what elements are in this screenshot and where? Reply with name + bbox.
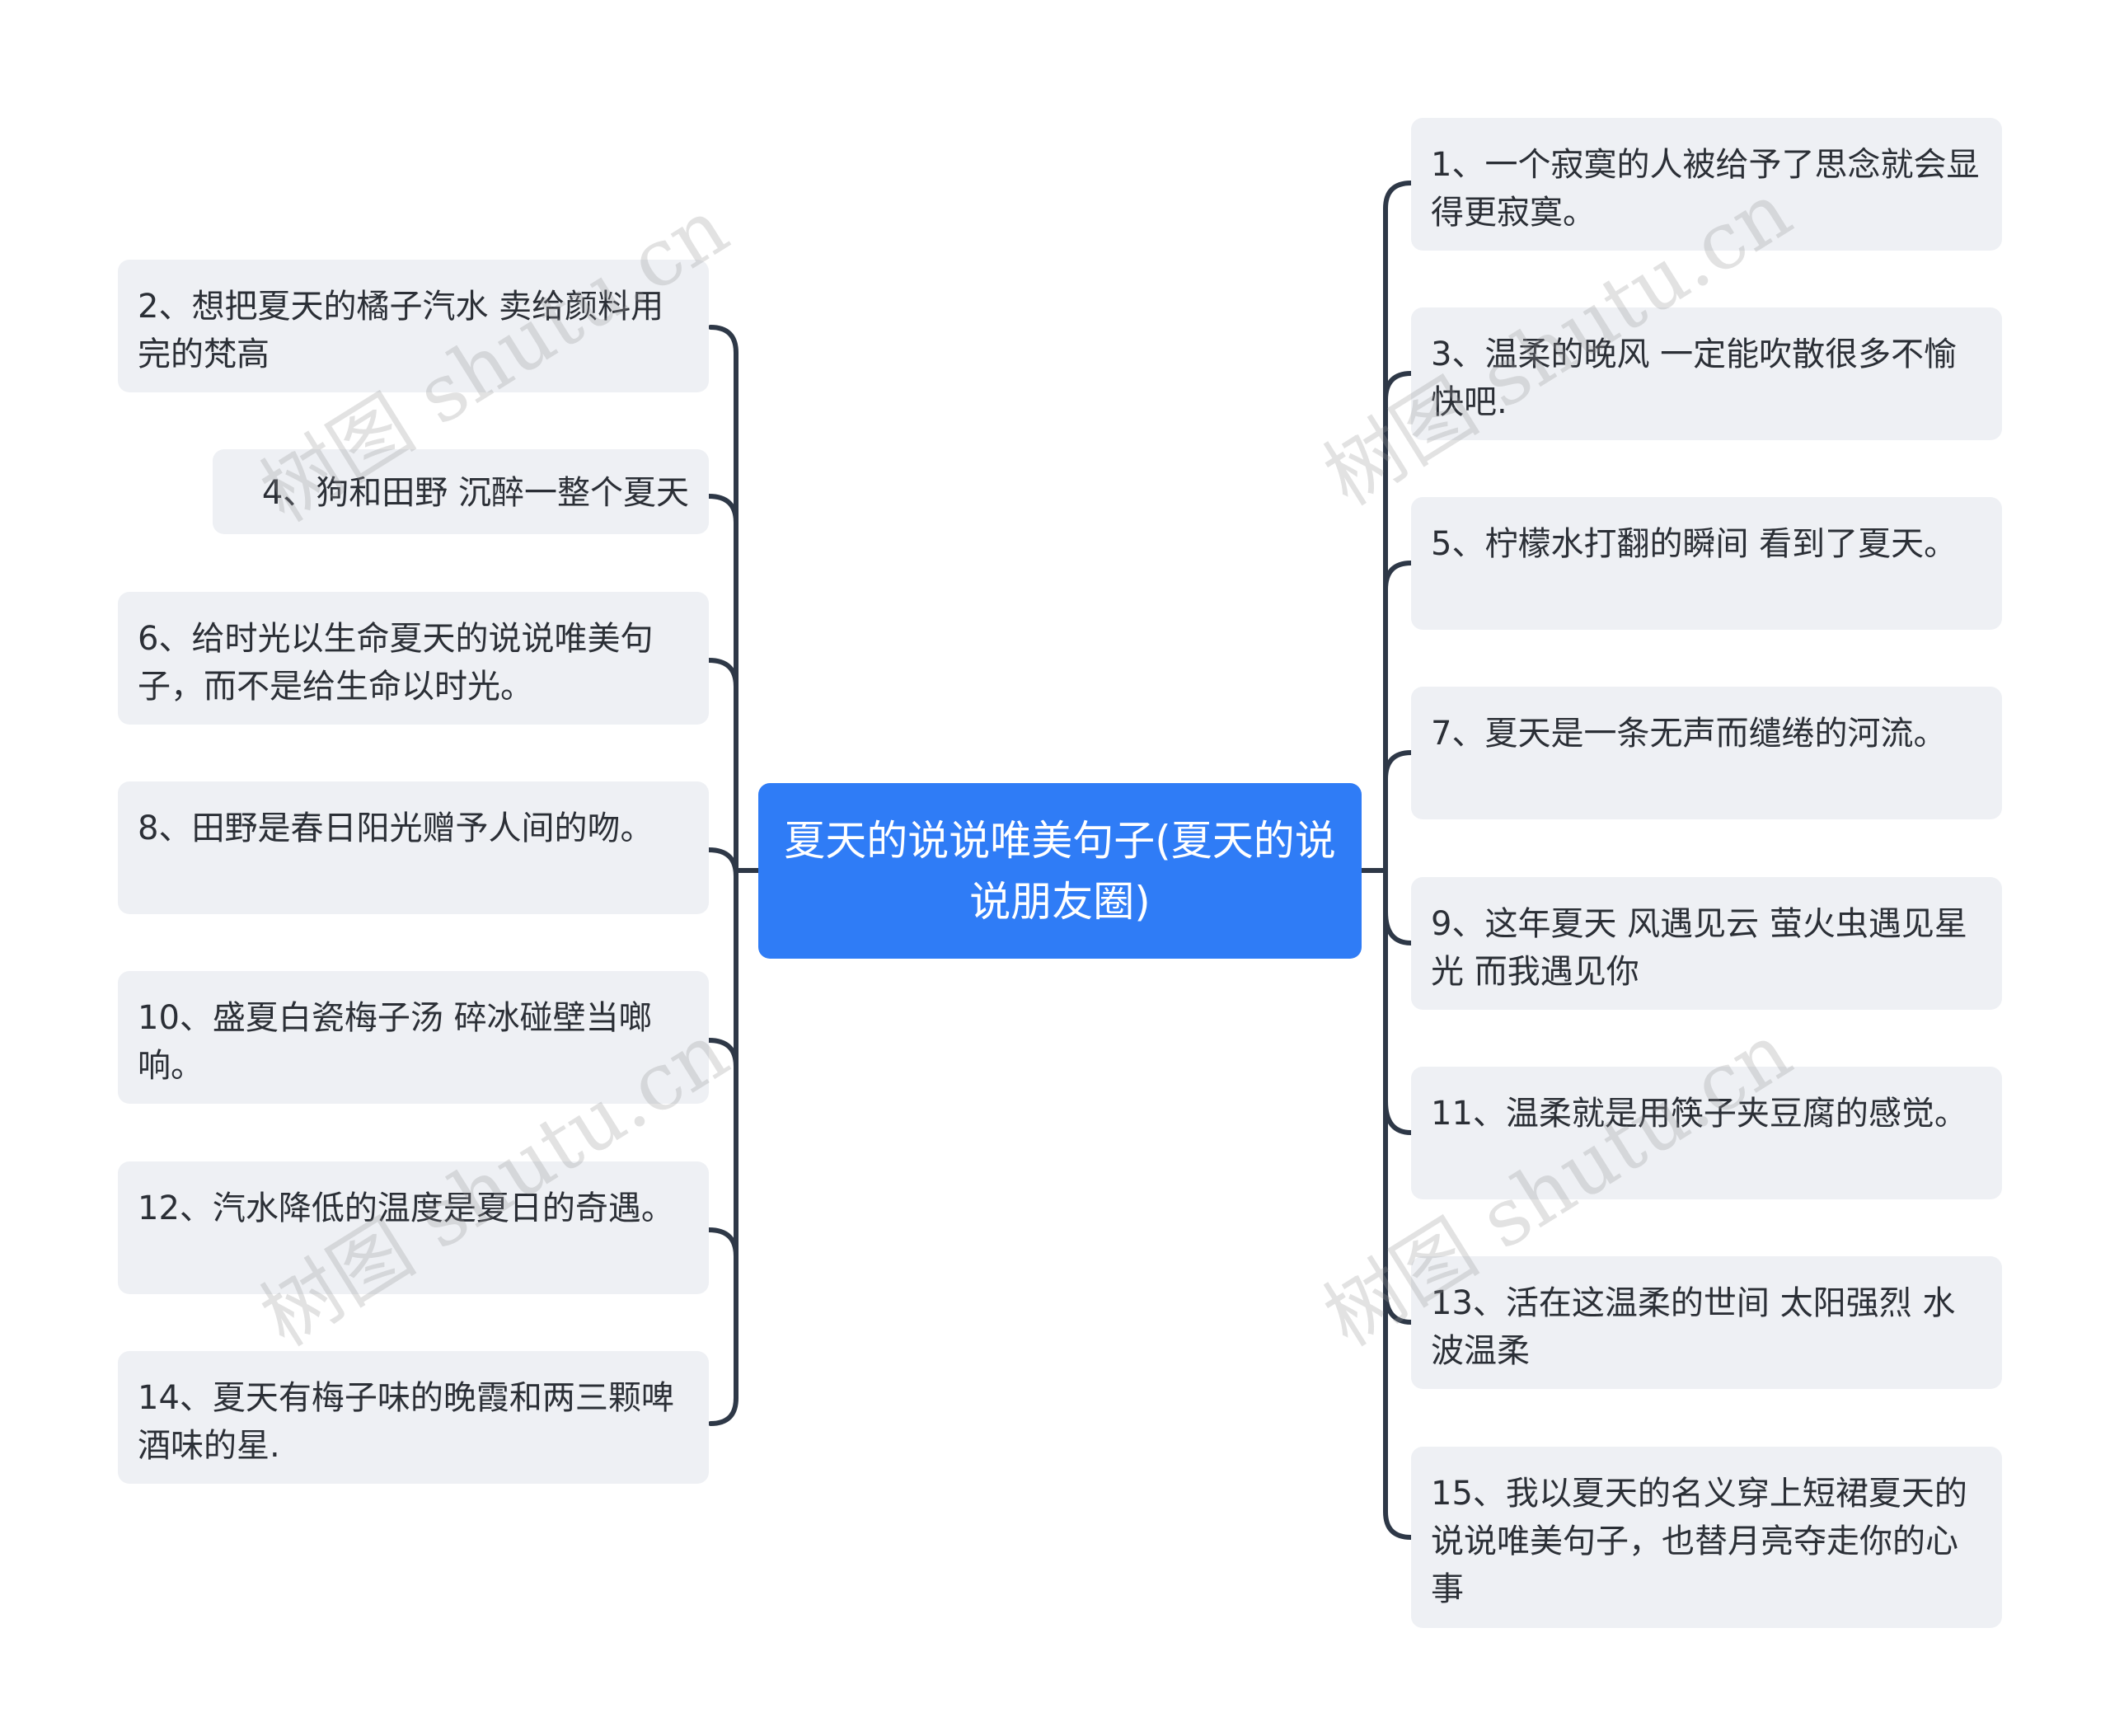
topic-node-label: 6、给时光以生命夏天的说说唯美句子，而不是给生命以时光。: [138, 620, 654, 706]
topic-node-12[interactable]: 12、汽水降低的温度是夏日的奇遇。: [118, 1161, 709, 1294]
topic-node-label: 13、活在这温柔的世间 太阳强烈 水波温柔: [1431, 1284, 1956, 1370]
topic-node-3[interactable]: 3、温柔的晚风 一定能吹散很多不愉快吧.: [1411, 307, 2002, 440]
connector-right-3: [1383, 371, 1414, 402]
topic-node-label: 11、温柔就是用筷子夹豆腐的感觉。: [1431, 1095, 1967, 1133]
topic-node-10[interactable]: 10、盛夏白瓷梅子汤 碎冰碰壁当啷响。: [118, 971, 709, 1104]
connector-left-2: [706, 494, 738, 525]
topic-node-6[interactable]: 6、给时光以生命夏天的说说唯美句子，而不是给生命以时光。: [118, 592, 709, 725]
connector-right-trunk: [1383, 181, 1414, 1540]
topic-node-label: 12、汽水降低的温度是夏日的奇遇。: [138, 1189, 674, 1227]
connector-left-6: [706, 1227, 738, 1259]
topic-node-4[interactable]: 4、狗和田野 沉醉一整个夏天: [213, 449, 709, 534]
topic-node-label: 1、一个寂寞的人被给予了思念就会显得更寂寞。: [1431, 146, 1980, 232]
root-topic[interactable]: 夏天的说说唯美句子(夏天的说说朋友圈): [758, 783, 1362, 959]
connector-right-5: [1383, 561, 1414, 592]
topic-node-7[interactable]: 7、夏天是一条无声而缱绻的河流。: [1411, 687, 2002, 819]
topic-node-5[interactable]: 5、柠檬水打翻的瞬间 看到了夏天。: [1411, 497, 2002, 630]
topic-node-label: 5、柠檬水打翻的瞬间 看到了夏天。: [1431, 525, 1958, 563]
topic-node-label: 14、夏天有梅子味的晚霞和两三颗啤酒味的星.: [138, 1379, 674, 1465]
topic-node-15[interactable]: 15、我以夏天的名义穿上短裙夏天的说说唯美句子，也替月亮夺走你的心事: [1411, 1447, 2002, 1628]
connector-left-trunk: [708, 325, 738, 1426]
topic-node-label: 7、夏天是一条无声而缱绻的河流。: [1431, 715, 1947, 753]
connector-right-9: [1383, 909, 1414, 945]
topic-node-8[interactable]: 8、田野是春日阳光赠予人间的吻。: [118, 781, 709, 914]
root-topic-label: 夏天的说说唯美句子(夏天的说说朋友圈): [784, 816, 1336, 926]
topic-node-11[interactable]: 11、温柔就是用筷子夹豆腐的感觉。: [1411, 1067, 2002, 1199]
topic-node-label: 3、温柔的晚风 一定能吹散很多不愉快吧.: [1431, 335, 1958, 421]
connector-right-13: [1383, 1288, 1414, 1325]
connector-right-11: [1383, 1099, 1414, 1135]
connector-left-5: [706, 1038, 738, 1069]
connector-right-7: [1383, 750, 1414, 781]
topic-node-14[interactable]: 14、夏天有梅子味的晚霞和两三颗啤酒味的星.: [118, 1351, 709, 1484]
topic-node-label: 4、狗和田野 沉醉一整个夏天: [261, 474, 689, 512]
topic-node-9[interactable]: 9、这年夏天 风遇见云 萤火虫遇见星光 而我遇见你: [1411, 877, 2002, 1010]
topic-node-label: 10、盛夏白瓷梅子汤 碎冰碰壁当啷响。: [138, 999, 652, 1085]
connector-left-4: [706, 847, 738, 879]
topic-node-label: 2、想把夏天的橘子汽水 卖给颜料用完的梵高: [138, 288, 664, 373]
topic-node-label: 9、这年夏天 风遇见云 萤火虫遇见星光 而我遇见你: [1431, 905, 1967, 991]
topic-node-2[interactable]: 2、想把夏天的橘子汽水 卖给颜料用完的梵高: [118, 260, 709, 392]
topic-node-label: 15、我以夏天的名义穿上短裙夏天的说说唯美句子，也替月亮夺走你的心事: [1431, 1475, 1967, 1608]
connector-left-3: [706, 658, 738, 689]
topic-node-13[interactable]: 13、活在这温柔的世间 太阳强烈 水波温柔: [1411, 1256, 2002, 1389]
topic-node-1[interactable]: 1、一个寂寞的人被给予了思念就会显得更寂寞。: [1411, 118, 2002, 251]
topic-node-label: 8、田野是春日阳光赠予人间的吻。: [138, 809, 654, 847]
